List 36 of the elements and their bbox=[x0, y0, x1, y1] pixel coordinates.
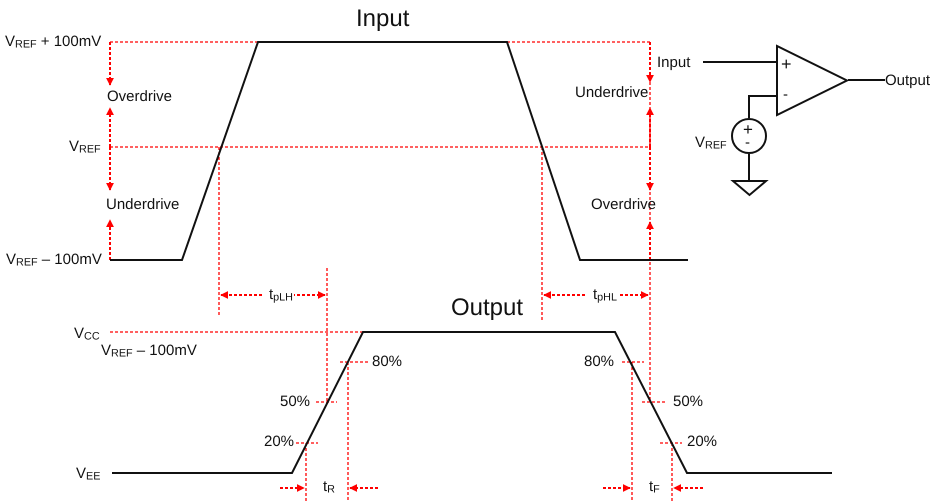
axis-label: 50% bbox=[672, 394, 704, 410]
timing-label: t$_{F}$ bbox=[648, 479, 661, 496]
minus-sign: - bbox=[783, 87, 788, 102]
axis-label: Overdrive bbox=[590, 197, 658, 214]
axis-label: 80% bbox=[583, 354, 616, 370]
terminal-label: Input bbox=[657, 55, 690, 70]
axis-label: Underdrive bbox=[574, 85, 650, 102]
graph-title: Input bbox=[355, 6, 410, 32]
terminal-label: Output bbox=[885, 73, 930, 88]
axis-label: V$_{REF}$ – 100mV bbox=[100, 343, 198, 360]
axis-label: V$_{CC}$ bbox=[73, 326, 101, 342]
wire bbox=[848, 79, 885, 81]
axis-label: V$_{EE}$ bbox=[75, 466, 102, 482]
plus-sign: + bbox=[743, 121, 753, 138]
axis-label: V$_{REF}$ bbox=[68, 139, 102, 156]
wire bbox=[748, 154, 750, 180]
axis-label: 50% bbox=[279, 394, 312, 410]
axis-label: Overdrive bbox=[106, 89, 174, 106]
axis-label: 20% bbox=[263, 434, 296, 450]
op-amp-symbol bbox=[776, 45, 848, 116]
wire bbox=[703, 61, 776, 63]
axis-label: 20% bbox=[686, 434, 718, 450]
minus-sign: - bbox=[745, 135, 750, 150]
graph-title: Output bbox=[450, 295, 524, 322]
timing-label: t$_{pHL}$ bbox=[592, 287, 618, 304]
ground-symbol bbox=[732, 180, 767, 196]
plus-sign: + bbox=[781, 55, 792, 73]
wire bbox=[748, 95, 776, 118]
source-label: V$_{REF}$ bbox=[694, 135, 728, 152]
axis-label: V$_{REF}$ + 100mV bbox=[4, 34, 102, 50]
axis-label: Underdrive bbox=[105, 197, 180, 214]
voltage-source-symbol bbox=[731, 118, 767, 154]
timing-label: t$_{R}$ bbox=[322, 479, 336, 496]
axis-label: 80% bbox=[371, 354, 404, 370]
axis-label: V$_{REF}$ – 100mV bbox=[5, 252, 103, 268]
timing-label: t$_{pLH}$ bbox=[268, 287, 294, 304]
